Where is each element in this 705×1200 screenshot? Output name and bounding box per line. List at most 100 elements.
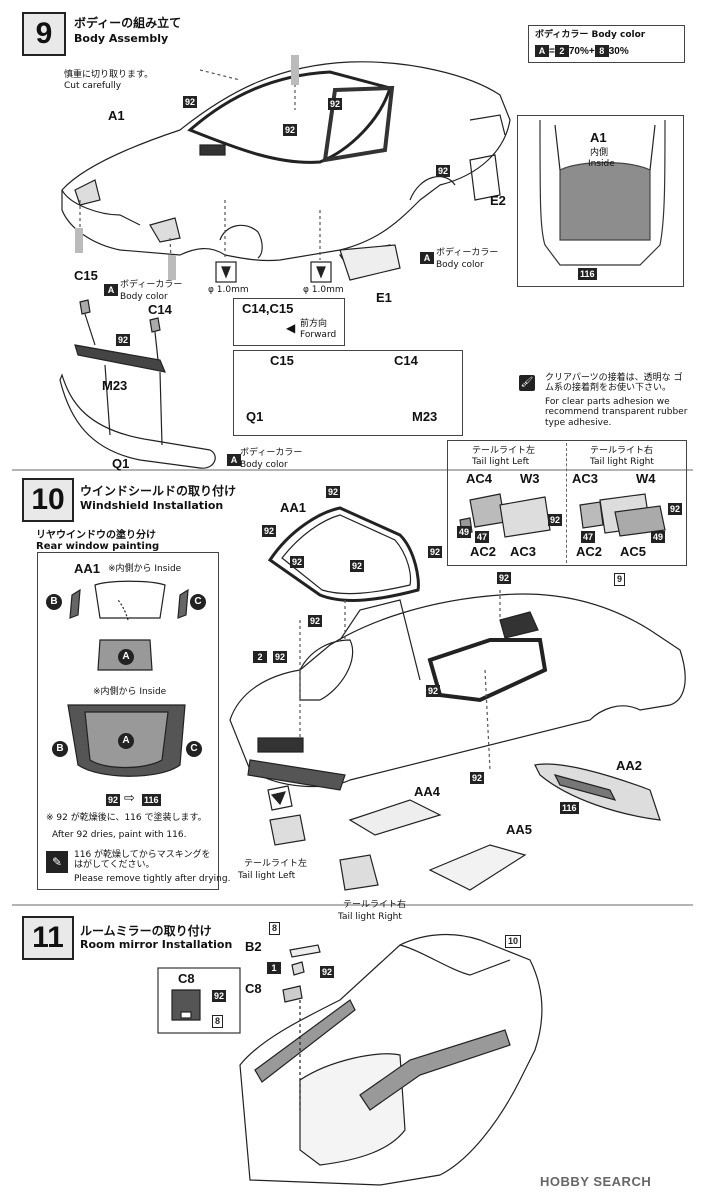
- part-m23: M23: [102, 378, 128, 393]
- tag-92-aa1-left: 92: [262, 525, 277, 537]
- bumper-detail-box: C15 C14 Q1 M23: [233, 350, 463, 436]
- tag-8-mirror: 8: [269, 922, 281, 935]
- panel-inside-note-1: ※内側から Inside: [108, 564, 182, 574]
- step-9-title-en: Body Assembly: [74, 32, 169, 45]
- tag-2-car: 2: [253, 651, 267, 663]
- panel-inside-note-2: ※内側から Inside: [93, 687, 167, 697]
- tag-92-roof: 92: [497, 572, 512, 584]
- tail-left-part-w3: W3: [520, 471, 540, 486]
- forward-jp: 前方向: [300, 319, 328, 329]
- part-q1: Q1: [112, 456, 130, 471]
- formula-eq: =: [549, 46, 555, 57]
- tail-right-jp: テールライト右: [590, 446, 654, 456]
- tail-right-part-ac2: AC2: [576, 544, 603, 559]
- body-color-jp-e1: ボディーカラー: [436, 248, 499, 258]
- forward-direction-box: C14,C15 ◀ 前方向 Forward: [233, 298, 345, 346]
- step-11-title-en: Room mirror Installation: [80, 938, 233, 951]
- body-color-jp-c15: ボディーカラー: [120, 280, 183, 290]
- tag-116-aa2: 116: [560, 802, 579, 814]
- tag-92-d: 92: [436, 165, 451, 177]
- detail-m23: M23: [412, 409, 438, 424]
- cut-carefully-en: Cut carefully: [64, 81, 122, 91]
- part-aa5: AA5: [506, 822, 533, 837]
- tail-tag-49-right: 49: [651, 531, 666, 543]
- tail-divider: [566, 443, 567, 563]
- tag-92-aa1-mid: 92: [290, 556, 305, 568]
- formula-plus: +: [588, 46, 595, 57]
- tag-92-a: 92: [183, 96, 198, 108]
- arrow-left-icon: ◀: [286, 321, 296, 335]
- tail-right-en: Tail light Right: [590, 457, 654, 467]
- circle-a-1: A: [118, 649, 134, 665]
- tail-tag-47-left: 47: [475, 531, 490, 543]
- tag-92-m23: 92: [116, 334, 131, 346]
- tag-1-mirror: 1: [267, 962, 281, 974]
- clear-parts-note-en: For clear parts adhesion we recommend tr…: [545, 397, 688, 428]
- circle-c-1: C: [190, 594, 206, 610]
- rear-window-title-en: Rear window painting: [36, 541, 160, 552]
- tail-right-part-w4: W4: [636, 471, 656, 486]
- tail-left-part-ac4: AC4: [466, 471, 493, 486]
- part-c14: C14: [148, 302, 172, 317]
- ref-step-10: 10: [505, 935, 522, 948]
- formula-p2: 30%: [608, 46, 629, 57]
- step-9-title-jp: ボディーの組み立て: [74, 16, 182, 30]
- inset-part-a1: A1: [590, 130, 607, 145]
- arrow-right-icon: ⇨: [124, 791, 135, 806]
- step-10-number: 10: [22, 478, 74, 522]
- tag-a-q1: A: [227, 454, 241, 466]
- tail-left-en: Tail light Left: [472, 457, 530, 467]
- watermark-text: HOBBY SEARCH: [540, 1174, 652, 1189]
- tail-left-en-10: Tail light Left: [238, 871, 296, 881]
- tag-92-aa5: 92: [470, 772, 485, 784]
- detail-c15: C15: [270, 353, 294, 368]
- part-c15: C15: [74, 268, 98, 283]
- tag-92-car: 92: [273, 651, 288, 663]
- tail-right-jp-10: テールライト右: [343, 900, 407, 910]
- tail-tag-92-right: 92: [668, 503, 683, 515]
- tail-left-part-ac2: AC2: [470, 544, 497, 559]
- note2-jp: 116 が乾燥してからマスキングを はがしてください。: [74, 850, 211, 871]
- circle-b-2: B: [52, 741, 68, 757]
- tag-92-b: 92: [283, 124, 298, 136]
- step-11-number: 11: [22, 916, 74, 960]
- color-tag-8: 8: [594, 45, 609, 57]
- rear-window-title-jp: リヤウインドウの塗り分け: [36, 530, 156, 541]
- tag-92-c: 92: [328, 98, 343, 110]
- drill-size-1: φ 1.0mm: [208, 285, 249, 295]
- tag-92-frame: 92: [308, 615, 323, 627]
- inset-tag-92: 92: [212, 990, 227, 1002]
- tag-92-aa1-mid2: 92: [350, 560, 365, 572]
- panel-part-aa1: AA1: [74, 561, 101, 576]
- body-color-title: ボディカラー Body color: [535, 30, 646, 40]
- body-color-en-q1: Body color: [240, 460, 288, 470]
- drill-size-2: φ 1.0mm: [303, 285, 344, 295]
- arrow-from-92: 92: [106, 794, 121, 806]
- color-tag-a: A: [535, 45, 549, 57]
- tail-left-part-ac3: AC3: [510, 544, 537, 559]
- rear-window-panel: AA1 ※内側から Inside ※内側から Inside B C A A B …: [37, 552, 230, 890]
- part-e1: E1: [376, 290, 392, 305]
- forward-en: Forward: [300, 330, 337, 340]
- tag-92-aa1-right: 92: [428, 546, 443, 558]
- paint-brush-icon: ✎: [46, 851, 68, 873]
- tail-left-jp-10: テールライト左: [244, 859, 308, 869]
- note2-en: Please remove tightly after drying.: [74, 874, 231, 884]
- body-color-jp-q1: ボディーカラー: [240, 448, 303, 458]
- tail-tag-49-left: 49: [457, 526, 472, 538]
- tail-light-box: テールライト左 Tail light Left テールライト右 Tail lig…: [447, 440, 687, 566]
- body-color-en-c15: Body color: [120, 292, 168, 302]
- circle-a-2: A: [118, 733, 134, 749]
- tag-92-aa1-top: 92: [326, 486, 341, 498]
- tag-116-inset: 116: [578, 268, 597, 280]
- tail-tag-92-left: 92: [548, 514, 563, 526]
- tail-right-part-ac3: AC3: [572, 471, 599, 486]
- body-color-en-e1: Body color: [436, 260, 484, 270]
- arrow-to-116: 116: [142, 794, 161, 806]
- part-a1: A1: [108, 108, 125, 123]
- tail-left-jp: テールライト左: [472, 446, 536, 456]
- note1-jp: ※ 92 が乾燥後に、116 で塗装します。: [46, 813, 207, 823]
- detail-q1: Q1: [246, 409, 264, 424]
